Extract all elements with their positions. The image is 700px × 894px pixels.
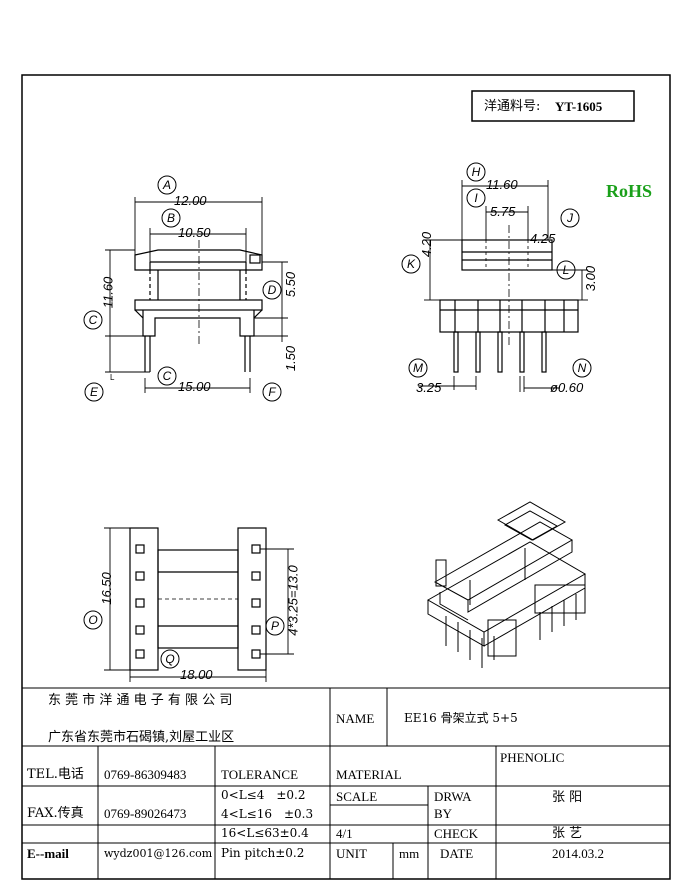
front-dim-11-60: 11.60 (100, 276, 116, 309)
rohs-mark: RoHS (606, 181, 653, 201)
name-value: EE16 骨架立式 5+5 (404, 711, 518, 725)
callout-l: L (562, 263, 570, 277)
fax-value: 0769-89026473 (104, 806, 187, 821)
top-dim-16-50: 16.50 (98, 572, 114, 605)
sheet-border (21, 74, 671, 880)
callout-c2: C (162, 369, 172, 383)
side-dim-3-00: 3.00 (583, 265, 599, 292)
callout-a: A (162, 178, 171, 192)
front-dim-15: 15.00 (178, 379, 211, 394)
email-label: E--mail (27, 846, 69, 861)
by-label: BY (434, 806, 453, 821)
top-dim-pitch: 4*3.25=13.0 (285, 565, 301, 636)
callout-h: H (471, 165, 481, 179)
company-name: 东 莞 市 洋 通 电 子 有 限 公 司 (48, 693, 233, 708)
side-view-outline (439, 225, 579, 373)
callout-n: N (577, 361, 587, 375)
side-dim-4-25: 4.25 (530, 231, 556, 246)
date-label: DATE (440, 846, 474, 861)
isometric-view (426, 501, 586, 668)
material-label: MATERIAL (336, 767, 402, 782)
callout-f: F (268, 385, 276, 399)
callout-b: B (166, 211, 175, 225)
side-dim-4-20: 4.20 (419, 231, 435, 258)
front-view-dimensions (105, 197, 288, 393)
callout-q: Q (165, 652, 175, 666)
material-value: PHENOLIC (500, 750, 565, 765)
side-dim-5-75: 5.75 (490, 204, 516, 219)
scale-value: 4/1 (336, 826, 353, 841)
top-view-outline (129, 527, 267, 671)
front-dim-1-50: 1.50 (283, 345, 299, 372)
part-number-value: YT-1605 (555, 99, 603, 114)
callout-d: D (267, 283, 277, 297)
tolerance-row-4: Pin pitch±0.2 (221, 846, 305, 860)
tel-label: TEL.电话 (27, 767, 84, 782)
callout-i: I (474, 191, 478, 205)
tolerance-row-2: 4<L≤16 ±0.3 (221, 807, 314, 821)
unit-value: mm (399, 846, 420, 861)
tolerance-row-3: 16<L≤63±0.4 (221, 826, 309, 840)
callout-p: P (270, 619, 279, 633)
side-dim-11-60: 11.60 (486, 177, 518, 192)
tolerance-label: TOLERANCE (221, 767, 299, 782)
callout-o: O (88, 613, 98, 627)
top-view-dimensions (104, 527, 294, 682)
callout-circles (83, 162, 592, 669)
front-dim-10-50: 10.50 (178, 225, 211, 240)
callout-m: M (413, 361, 423, 375)
title-block-grid (22, 687, 670, 879)
front-dim-l: L (110, 373, 115, 382)
callout-c1: C (88, 313, 98, 327)
scale-label: SCALE (336, 789, 378, 804)
date-value: 2014.03.2 (552, 846, 604, 861)
front-view-outline (134, 240, 263, 372)
side-view-dimensions (418, 180, 588, 392)
front-dim-5-50: 5.50 (283, 271, 299, 298)
name-label: NAME (336, 711, 375, 726)
drwa-label: DRWA (434, 789, 472, 804)
tolerance-row-1: 0<L≤4 ±0.2 (221, 788, 306, 802)
check-label: CHECK (434, 826, 479, 841)
front-dim-12: 12.00 (174, 193, 207, 208)
company-address: 广东省东莞市石碣镇,刘屋工业区 (48, 730, 235, 745)
part-number-box (471, 90, 635, 122)
part-number-label: 洋通料号: (484, 99, 541, 114)
callout-e: E (89, 385, 98, 399)
top-dim-18: 18.00 (180, 667, 213, 682)
checked-by: 张 艺 (552, 826, 583, 841)
fax-label: FAX.传真 (27, 806, 84, 821)
drawn-by: 张 阳 (552, 790, 583, 805)
callout-k: K (406, 257, 415, 271)
tel-value: 0769-86309483 (104, 767, 187, 782)
side-dim-3-25: 3.25 (416, 380, 442, 395)
callout-j: J (567, 211, 573, 225)
unit-label: UNIT (336, 846, 368, 861)
email-value: wydz001@126.com (104, 847, 213, 860)
side-dim-pin-dia: ø0.60 (550, 380, 584, 395)
